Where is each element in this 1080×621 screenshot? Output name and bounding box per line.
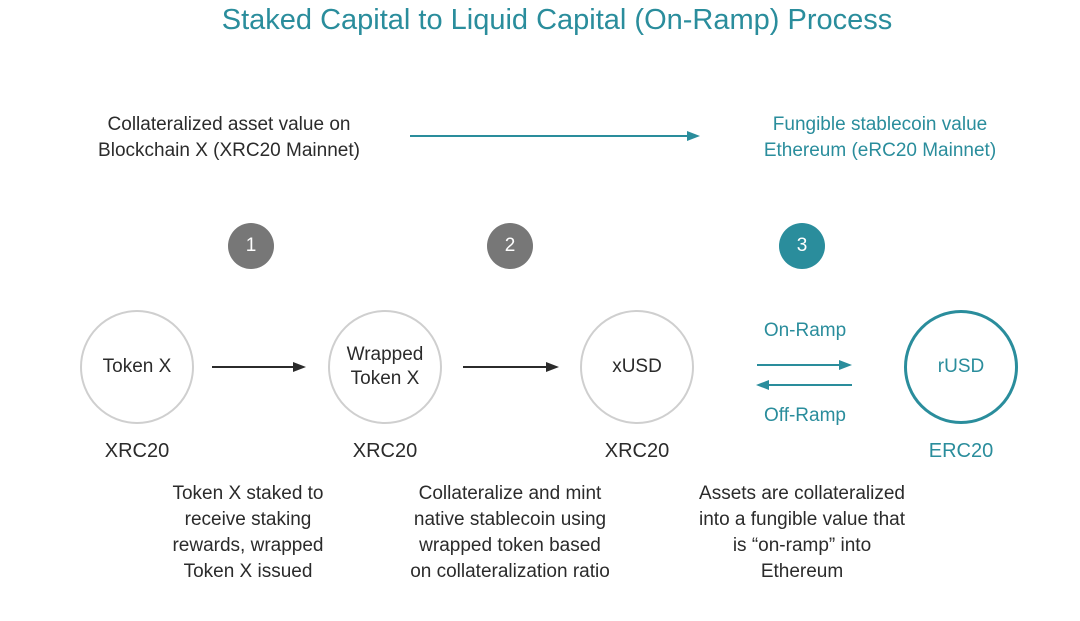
rusd-node: rUSD [904, 310, 1018, 424]
step-1-badge: 1 [228, 223, 274, 269]
wrapped-token-label-line2: Token X [350, 368, 420, 389]
source-value-label: Collateralized asset value on Blockchain… [64, 112, 394, 164]
step-2-badge: 2 [487, 223, 533, 269]
step-2-description: Collateralize and mint native stablecoin… [370, 481, 650, 585]
header-arrow [410, 131, 700, 141]
step-2-description-line: on collateralization ratio [410, 561, 610, 582]
step-3-description-line: into a fungible value that [699, 509, 905, 530]
step-2-description-line: native stablecoin using [413, 509, 607, 530]
step-3-description-line: Ethereum [760, 561, 844, 582]
step-1-description: Token X staked to receive staking reward… [108, 481, 388, 585]
xusd-label: xUSD [612, 356, 662, 377]
step-2-description-line: wrapped token based [419, 535, 601, 556]
wrapped-token-node: Wrapped Token X [328, 310, 442, 424]
source-value-line1: Collateralized asset value on [107, 114, 351, 135]
target-value-label: Fungible stablecoin value Ethereum (eRC2… [710, 112, 1050, 164]
token-x-node: Token X [80, 310, 194, 424]
off-ramp-arrow [756, 380, 852, 390]
token-x-label: Token X [102, 356, 172, 377]
rusd-standard: ERC20 [928, 440, 994, 462]
step-3-description-line: Assets are collateralized [699, 483, 905, 504]
step-1-description-line: receive staking [184, 509, 312, 530]
xusd-standard: XRC20 [604, 440, 670, 462]
rusd-label: rUSD [937, 356, 985, 377]
step-1-description-line: rewards, wrapped [172, 535, 324, 556]
arrow-wrapped-to-xusd [463, 362, 559, 372]
step-3-description: Assets are collateralized into a fungibl… [662, 481, 942, 585]
step-2-description-line: Collateralize and mint [418, 483, 602, 504]
wrapped-token-standard: XRC20 [352, 440, 418, 462]
source-value-line2: Blockchain X (XRC20 Mainnet) [98, 140, 360, 161]
step-3-description-line: is “on-ramp” into [732, 535, 872, 556]
off-ramp-label: Off-Ramp [763, 405, 846, 426]
step-3-badge: 3 [779, 223, 825, 269]
xusd-node: xUSD [580, 310, 694, 424]
wrapped-token-label-line1: Wrapped [346, 344, 424, 365]
target-value-line1: Fungible stablecoin value [772, 114, 988, 135]
page-title: Staked Capital to Liquid Capital (On-Ram… [221, 4, 893, 36]
on-ramp-label: On-Ramp [763, 320, 847, 341]
on-ramp-arrow [757, 360, 852, 370]
token-x-standard: XRC20 [104, 440, 170, 462]
step-1-description-line: Token X staked to [172, 483, 324, 504]
step-1-description-line: Token X issued [183, 561, 313, 582]
target-value-line2: Ethereum (eRC20 Mainnet) [763, 140, 997, 161]
arrow-token-to-wrapped [212, 362, 306, 372]
